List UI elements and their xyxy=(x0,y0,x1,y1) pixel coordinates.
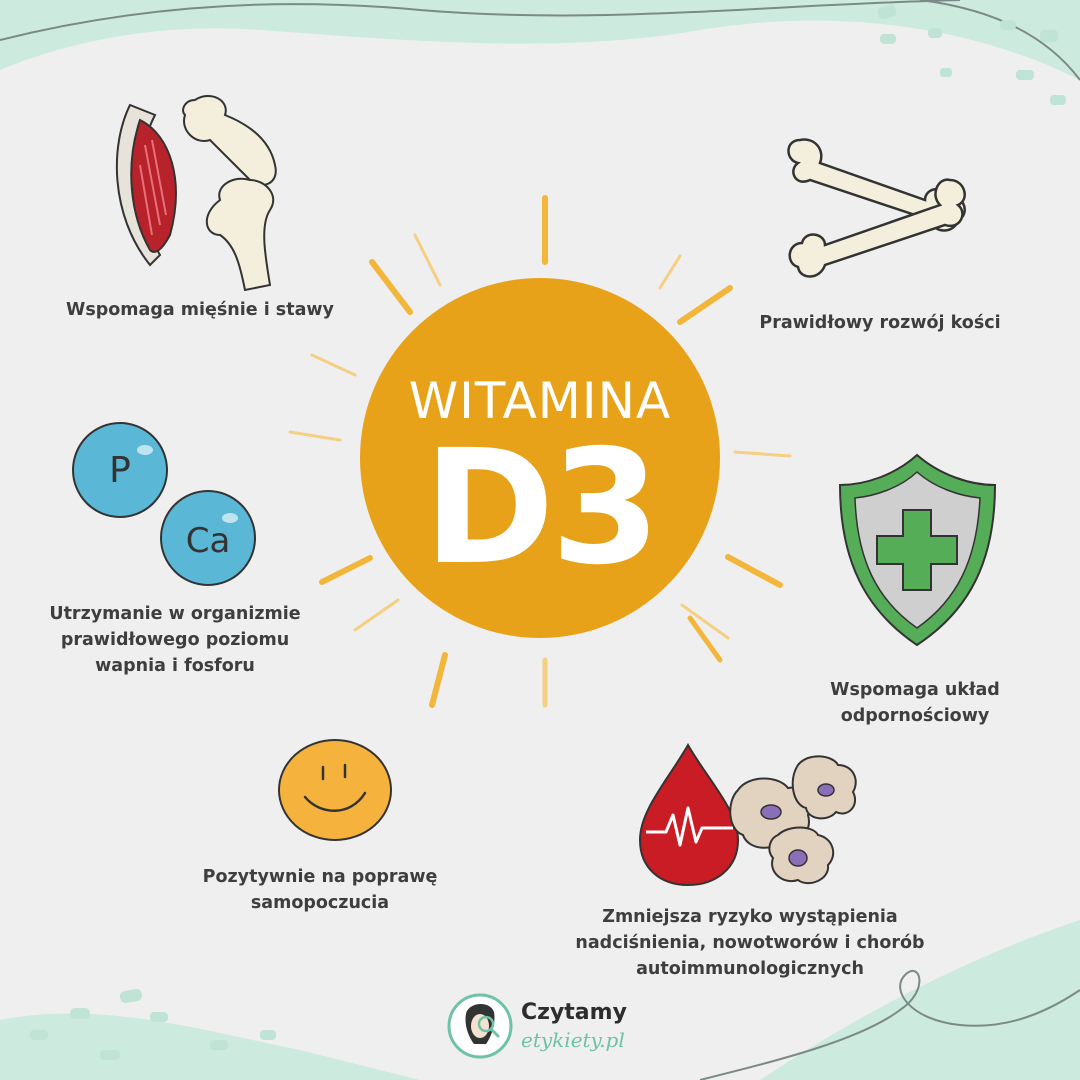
shield-cross-icon xyxy=(838,453,997,647)
blood-drop-cells-icon xyxy=(638,742,857,887)
brand-avatar-icon xyxy=(447,993,513,1059)
label-bones: Prawidłowy rozwój kości xyxy=(759,313,1001,333)
label-blood: Zmniejsza ryzyko wystąpienia nadciśnieni… xyxy=(575,907,925,979)
phosphorus-symbol: P xyxy=(109,450,131,491)
brand-name: Czytamy xyxy=(521,1000,627,1025)
mineral-balls-icon: P Ca xyxy=(72,422,256,586)
muscle-joint-icon xyxy=(115,95,277,292)
brand-logo[interactable]: Czytamy etykiety.pl xyxy=(446,990,636,1060)
calcium-symbol: Ca xyxy=(186,521,231,561)
label-immunity: Wspomaga układ odpornościowy xyxy=(830,680,1000,726)
label-mood: Pozytywnie na poprawę samopoczucia xyxy=(202,867,438,913)
vitamin-title: WITAMINA xyxy=(408,372,672,430)
smiley-icon xyxy=(278,739,392,841)
bones-icon xyxy=(787,138,966,278)
vitamin-name: D3 xyxy=(423,416,660,600)
label-minerals: Utrzymanie w organizmie prawidłowego poz… xyxy=(49,604,301,676)
sun-circle xyxy=(360,278,720,638)
brand-domain: etykiety.pl xyxy=(521,1028,625,1052)
label-muscles: Wspomaga mięśnie i stawy xyxy=(66,300,334,320)
